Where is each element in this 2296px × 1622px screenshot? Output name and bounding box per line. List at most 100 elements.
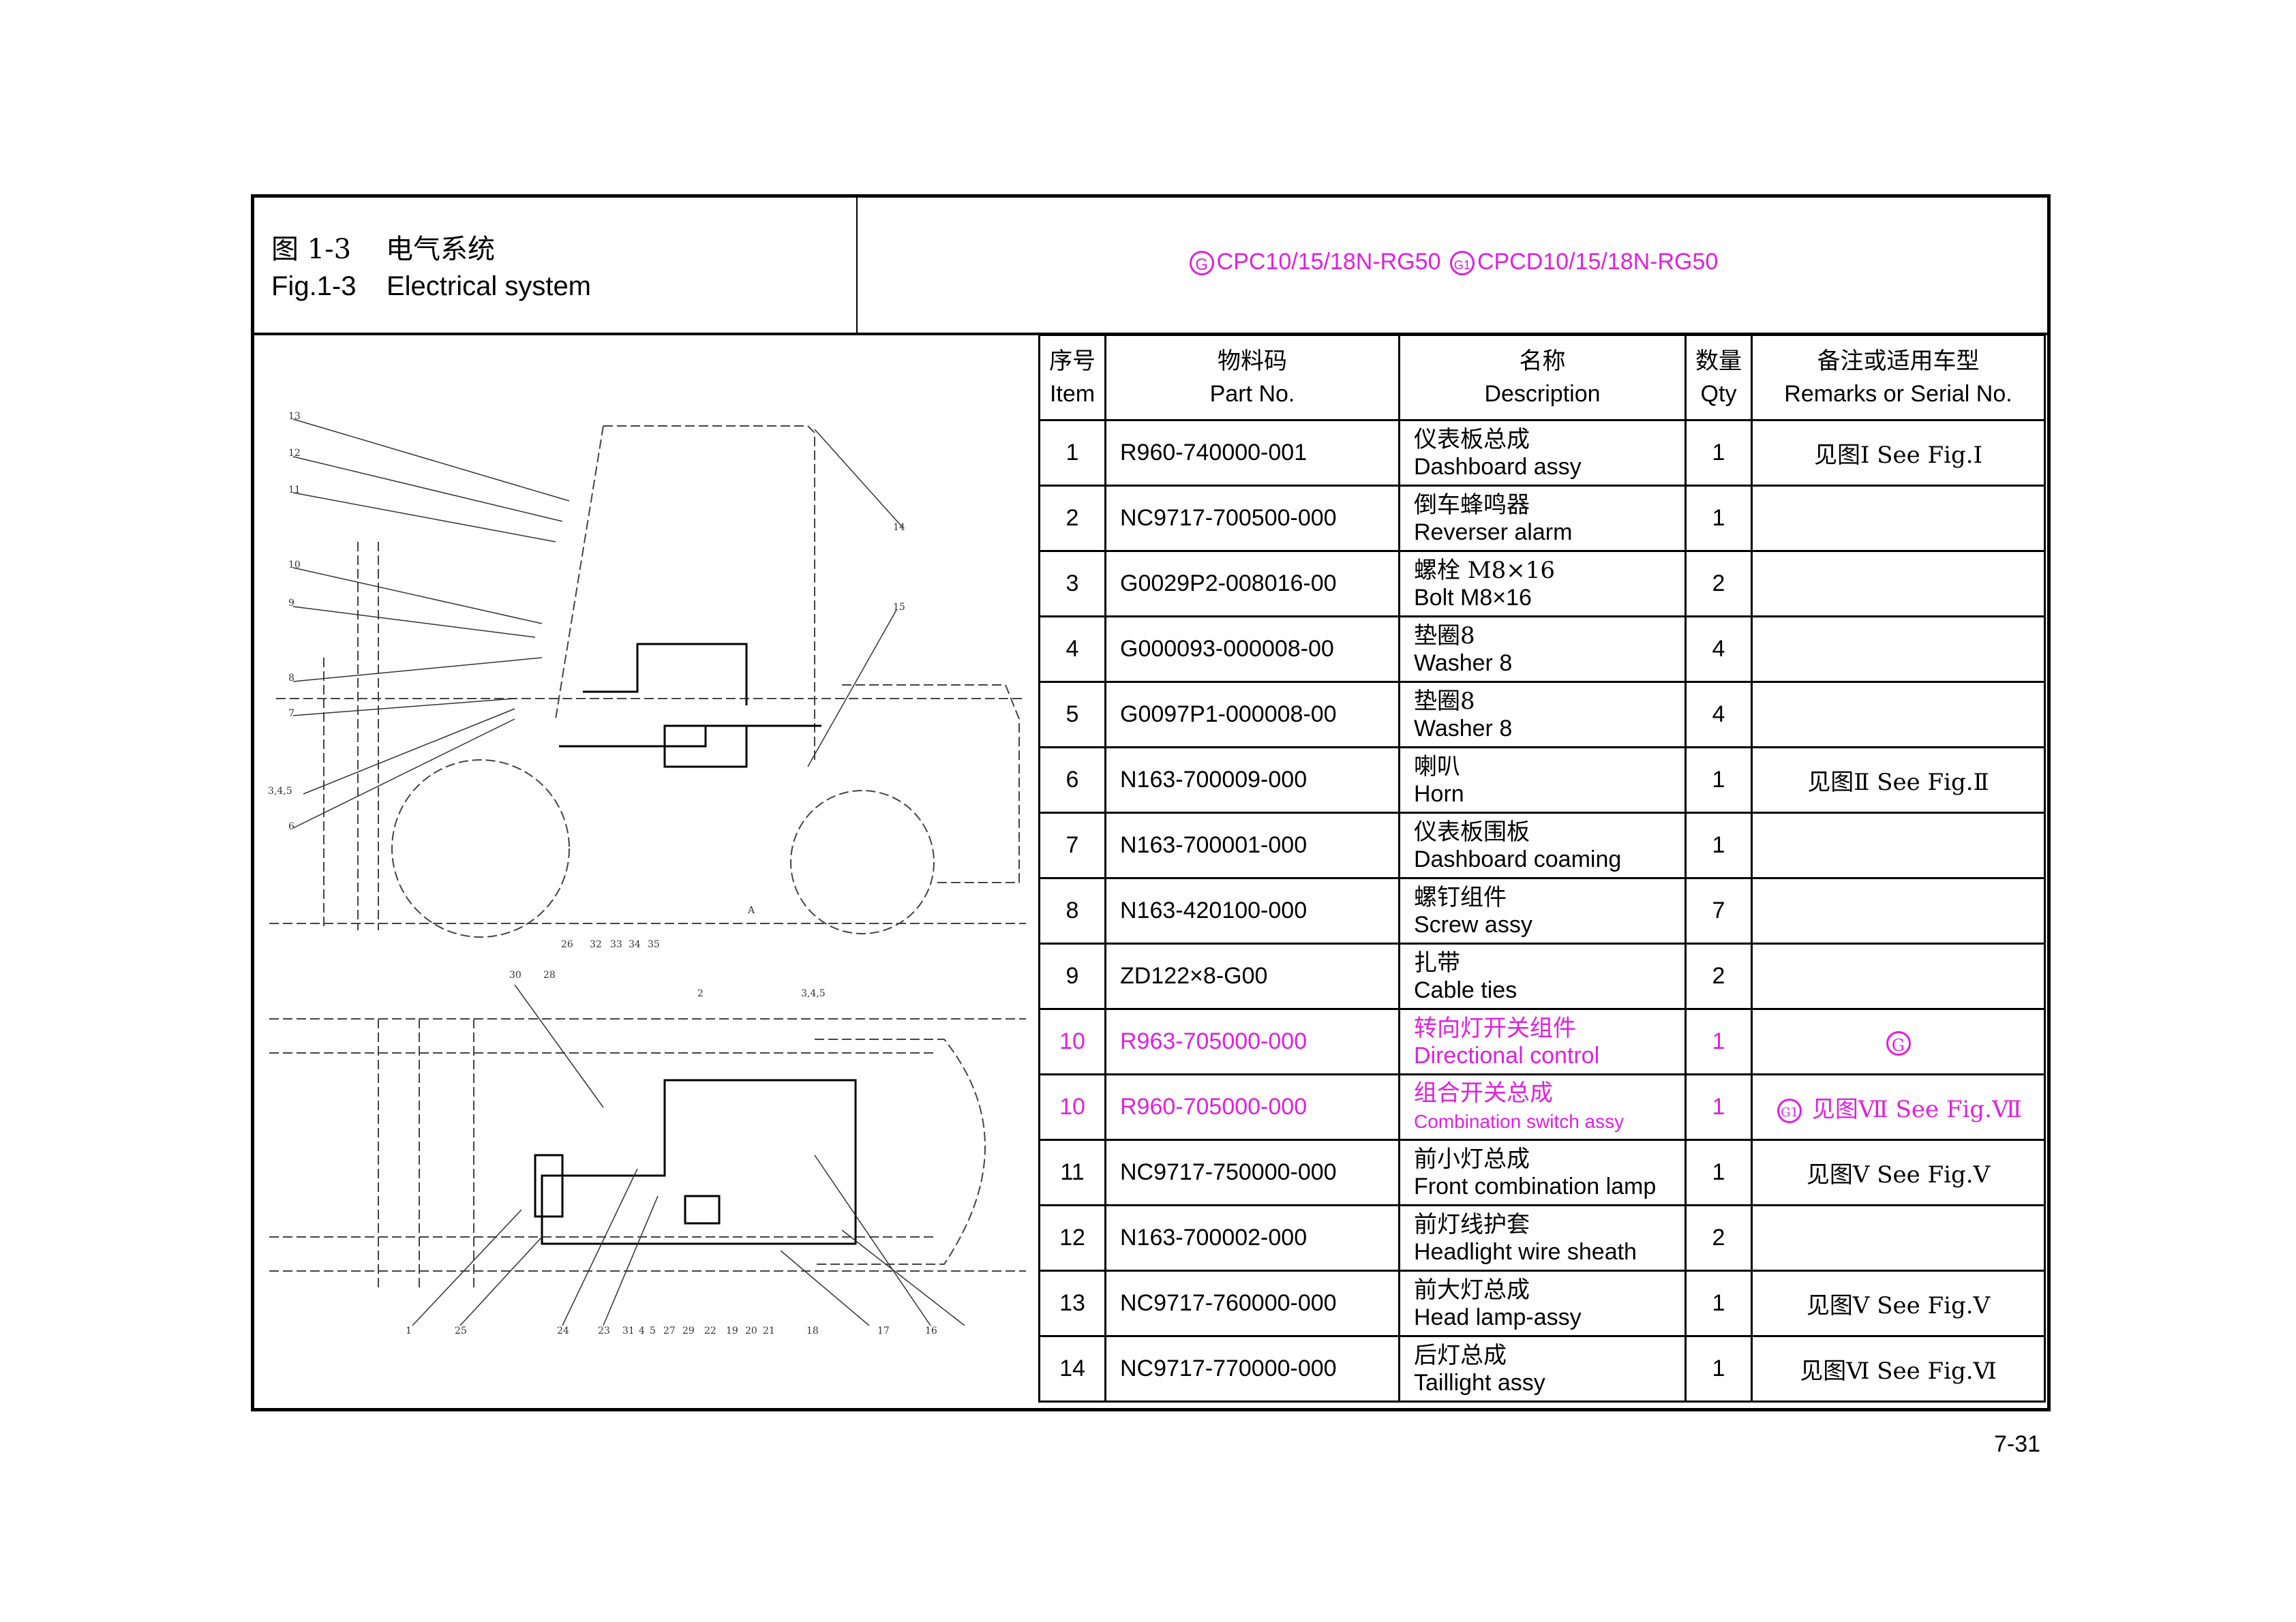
remark-text: 见图Ⅴ See Fig.Ⅴ — [1806, 1292, 1991, 1319]
cell-qty: 1 — [1685, 746, 1753, 814]
description-cn: 倒车蜂鸣器 — [1414, 491, 1530, 519]
overhead-guard — [603, 425, 815, 760]
remark-text: 见图Ⅶ See Fig.Ⅶ — [1811, 1096, 2022, 1123]
cell-item: 8 — [1038, 877, 1106, 945]
cell-item: 4 — [1038, 615, 1106, 683]
cell-item: 10 — [1038, 1008, 1106, 1075]
description-en: Dashboard assy — [1414, 453, 1582, 480]
description-en: Screw assy — [1414, 911, 1532, 938]
header-divider — [251, 333, 2051, 335]
front-wheel — [391, 759, 570, 938]
model-mark-icon: G1 — [1449, 251, 1475, 276]
callout-label: 22 — [704, 1326, 716, 1336]
description-en: Front combination lamp — [1414, 1173, 1657, 1199]
callout-label: 14 — [893, 522, 905, 533]
figure-title-en: Fig.1-3 Electrical system — [271, 271, 592, 301]
callout-label: 10 — [288, 560, 301, 570]
callout-label: 5 — [650, 1326, 656, 1336]
cell-qty: 2 — [1685, 1204, 1753, 1272]
cell-part-no: N163-700001-000 — [1104, 812, 1400, 879]
description-en: Washer 8 — [1414, 649, 1513, 676]
cell-item: 14 — [1038, 1335, 1106, 1403]
callout-label: 8 — [288, 673, 294, 684]
cell-part-no: R963-705000-000 — [1104, 1008, 1400, 1075]
cell-part-no: G0029P2-008016-00 — [1104, 550, 1400, 617]
description-cn: 组合开关总成 — [1414, 1079, 1553, 1107]
callout-label: 33 — [610, 939, 622, 950]
remark-text: 见图Ⅰ See Fig.Ⅰ — [1813, 442, 1983, 469]
callout-label: 6 — [288, 821, 294, 832]
cell-item: 1 — [1038, 419, 1106, 487]
cell-remarks — [1751, 550, 2046, 617]
cell-item: 6 — [1038, 746, 1106, 814]
description-cn: 垫圈8 — [1414, 622, 1475, 649]
description-en: Combination switch assy — [1414, 1110, 1625, 1132]
cell-qty: 1 — [1685, 812, 1753, 879]
cell-part-no: N163-700002-000 — [1104, 1204, 1400, 1272]
cell-qty: 1 — [1685, 1270, 1753, 1337]
callout-label: 32 — [590, 939, 602, 950]
figure-frame — [251, 194, 2051, 1411]
cell-qty: 2 — [1685, 943, 1753, 1010]
description-en: Horn — [1414, 780, 1464, 807]
cell-part-no: N163-420100-000 — [1104, 877, 1400, 945]
electrical-system-drawing: 13 12 11 10 9 8 7 3,4,5 6 14 15 26 32 33… — [268, 411, 1026, 1336]
description-en: Reverser alarm — [1414, 519, 1573, 545]
model-mark-icon: G1 — [1777, 1099, 1802, 1123]
cell-item: 2 — [1038, 485, 1106, 552]
callout-label: 34 — [629, 939, 641, 950]
cell-remarks: 见图Ⅱ See Fig.Ⅱ — [1751, 746, 2046, 814]
cell-part-no: R960-705000-000 — [1104, 1073, 1400, 1141]
callout-label: 20 — [745, 1326, 757, 1336]
cell-remarks: G — [1751, 1008, 2046, 1075]
cell-part-no: R960-740000-001 — [1104, 419, 1400, 487]
cell-remarks — [1751, 485, 2046, 552]
title-divider — [856, 198, 858, 333]
description-cn: 转向灯开关组件 — [1414, 1014, 1576, 1042]
cell-item: 3 — [1038, 550, 1106, 617]
cell-part-no: NC9717-700500-000 — [1104, 485, 1400, 552]
description-en: Taillight assy — [1414, 1369, 1545, 1396]
cell-remarks: 见图Ⅴ See Fig.Ⅴ — [1751, 1139, 2046, 1206]
callout-label: 16 — [925, 1326, 937, 1336]
figure-title-cn: 图 1-3 电气系统 — [271, 234, 495, 265]
remark-text: 见图Ⅵ See Fig.Ⅵ — [1800, 1358, 1997, 1385]
cell-item: 11 — [1038, 1139, 1106, 1206]
description-cn: 螺栓 M8×16 — [1414, 556, 1556, 584]
cell-remarks — [1751, 877, 2046, 945]
description-cn: 前灯线护套 — [1414, 1210, 1530, 1238]
wire-harness — [559, 724, 821, 748]
description-en: Washer 8 — [1414, 715, 1513, 741]
callout-label: 2 — [697, 988, 704, 999]
page-number: 7-31 — [1994, 1431, 2041, 1457]
callout-label: 30 — [509, 970, 522, 981]
description-en: Dashboard coaming — [1414, 846, 1622, 872]
description-cn: 前小灯总成 — [1414, 1145, 1530, 1173]
cell-item: 9 — [1038, 943, 1106, 1010]
callout-label: 24 — [557, 1326, 569, 1336]
callout-label: 4 — [639, 1326, 645, 1336]
cell-qty: 1 — [1685, 1335, 1753, 1403]
cell-part-no: N163-700009-000 — [1104, 746, 1400, 814]
callout-label: 7 — [288, 708, 294, 719]
cell-item: 5 — [1038, 681, 1106, 748]
